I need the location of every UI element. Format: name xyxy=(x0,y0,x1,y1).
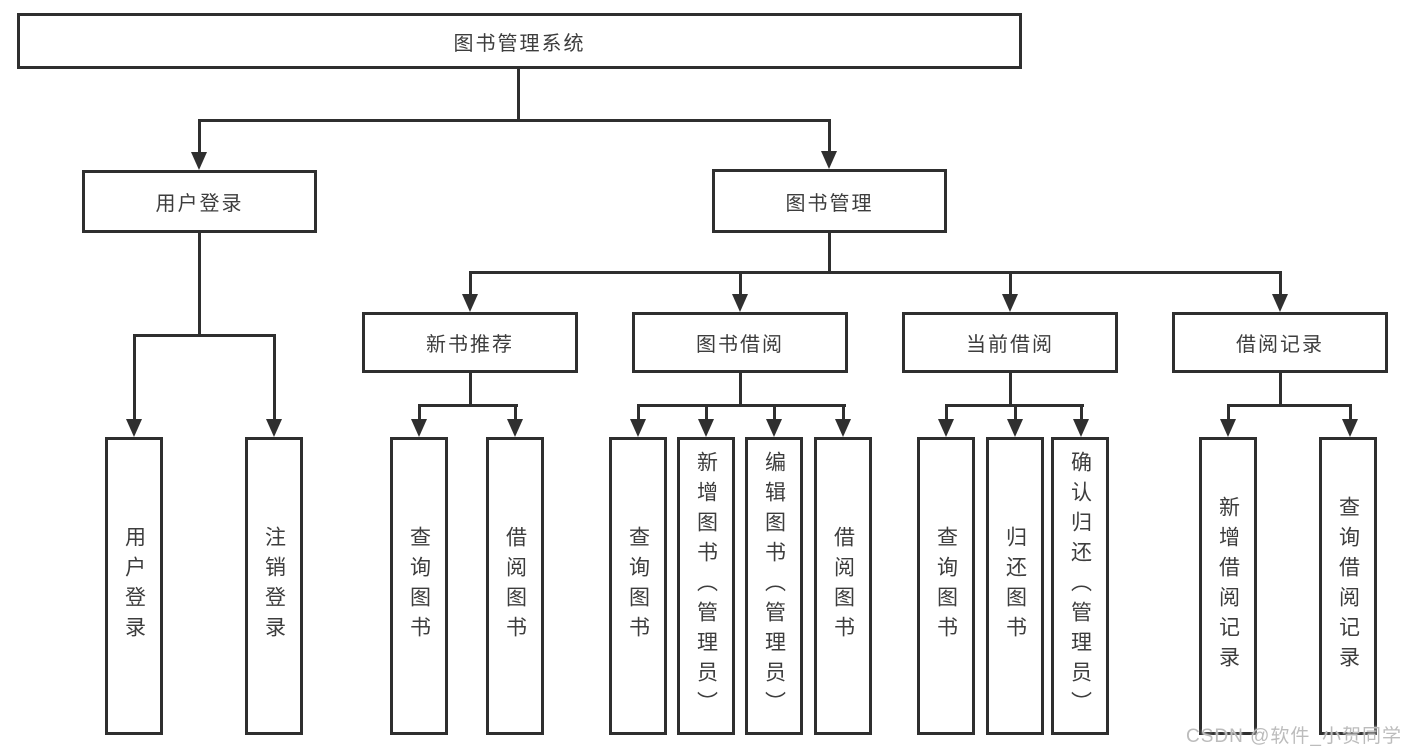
node-book-management: 图书管理 xyxy=(712,169,947,233)
connector-line xyxy=(133,334,136,424)
connector-line xyxy=(705,404,708,424)
node-root: 图书管理系统 xyxy=(17,13,1022,69)
connector-line xyxy=(828,233,831,274)
connector-line xyxy=(739,271,742,299)
leaf-edit-book-admin: 编辑图书（管理员） xyxy=(745,437,803,735)
watermark: CSDN @软件_小贺同学 xyxy=(1186,726,1402,747)
node-borrow-record-label: 借阅记录 xyxy=(1236,334,1324,356)
arrow-down-icon xyxy=(1342,419,1358,437)
leaf-query-book-newbook: 查询图书 xyxy=(390,437,448,735)
connector-line xyxy=(198,119,831,122)
arrow-down-icon xyxy=(698,419,714,437)
connector-line xyxy=(1349,404,1352,424)
node-book-management-label: 图书管理 xyxy=(785,192,874,215)
connector-line xyxy=(133,334,276,337)
arrow-down-icon xyxy=(1272,294,1288,312)
arrow-down-icon xyxy=(1007,419,1023,437)
connector-line xyxy=(637,404,640,424)
connector-line xyxy=(1009,373,1012,407)
connector-line xyxy=(828,119,831,156)
arrow-down-icon xyxy=(462,294,478,312)
connector-line xyxy=(1227,404,1230,424)
node-book-borrow-label: 图书借阅 xyxy=(696,334,784,356)
connector-line xyxy=(945,404,948,424)
node-current-borrow-label: 当前借阅 xyxy=(966,334,1054,356)
leaf-query-book-borrow: 查询图书 xyxy=(609,437,667,735)
node-new-book-recommend-label: 新书推荐 xyxy=(426,334,514,356)
leaf-return-book: 归还图书 xyxy=(986,437,1044,735)
connector-line xyxy=(1279,271,1282,299)
arrow-down-icon xyxy=(1002,294,1018,312)
connector-line xyxy=(773,404,776,424)
leaf-add-book-admin: 新增图书（管理员） xyxy=(677,437,735,735)
leaf-add-borrow-record: 新增借阅记录 xyxy=(1199,437,1257,735)
node-user-login: 用户登录 xyxy=(82,170,317,233)
arrow-down-icon xyxy=(507,419,523,437)
leaf-borrow-book-newbook: 借阅图书 xyxy=(486,437,544,735)
node-root-label: 图书管理系统 xyxy=(453,32,586,55)
connector-line xyxy=(517,68,520,121)
arrow-down-icon xyxy=(835,419,851,437)
connector-line xyxy=(637,404,846,407)
connector-line xyxy=(469,271,1282,274)
connector-line xyxy=(198,233,201,335)
node-borrow-record: 借阅记录 xyxy=(1172,312,1388,373)
arrow-down-icon xyxy=(821,151,837,169)
connector-line xyxy=(739,373,742,407)
connector-line xyxy=(1014,404,1017,424)
node-user-login-label: 用户登录 xyxy=(155,193,244,215)
arrow-down-icon xyxy=(126,419,142,437)
leaf-borrow-book-borrow: 借阅图书 xyxy=(814,437,872,735)
leaf-logout: 注销登录 xyxy=(245,437,303,735)
connector-line xyxy=(1080,404,1083,424)
leaf-query-book-current: 查询图书 xyxy=(917,437,975,735)
arrow-down-icon xyxy=(266,419,282,437)
connector-line xyxy=(1009,271,1012,299)
connector-line xyxy=(842,404,845,424)
connector-line xyxy=(198,119,201,157)
leaf-query-borrow-record: 查询借阅记录 xyxy=(1319,437,1377,735)
connector-line xyxy=(418,404,421,424)
leaf-confirm-return-admin: 确认归还（管理员） xyxy=(1051,437,1109,735)
arrow-down-icon xyxy=(732,294,748,312)
arrow-down-icon xyxy=(191,152,207,170)
node-new-book-recommend: 新书推荐 xyxy=(362,312,578,373)
arrow-down-icon xyxy=(1220,419,1236,437)
connector-line xyxy=(418,404,518,407)
arrow-down-icon xyxy=(630,419,646,437)
arrow-down-icon xyxy=(1073,419,1089,437)
connector-line xyxy=(469,373,472,407)
connector-line xyxy=(1227,404,1352,407)
node-book-borrow: 图书借阅 xyxy=(632,312,848,373)
connector-line xyxy=(514,404,517,424)
node-current-borrow: 当前借阅 xyxy=(902,312,1118,373)
connector-line xyxy=(469,271,472,299)
connector-line xyxy=(273,334,276,424)
arrow-down-icon xyxy=(766,419,782,437)
leaf-user-login: 用户登录 xyxy=(105,437,163,735)
arrow-down-icon xyxy=(411,419,427,437)
arrow-down-icon xyxy=(938,419,954,437)
connector-line xyxy=(1279,373,1282,407)
